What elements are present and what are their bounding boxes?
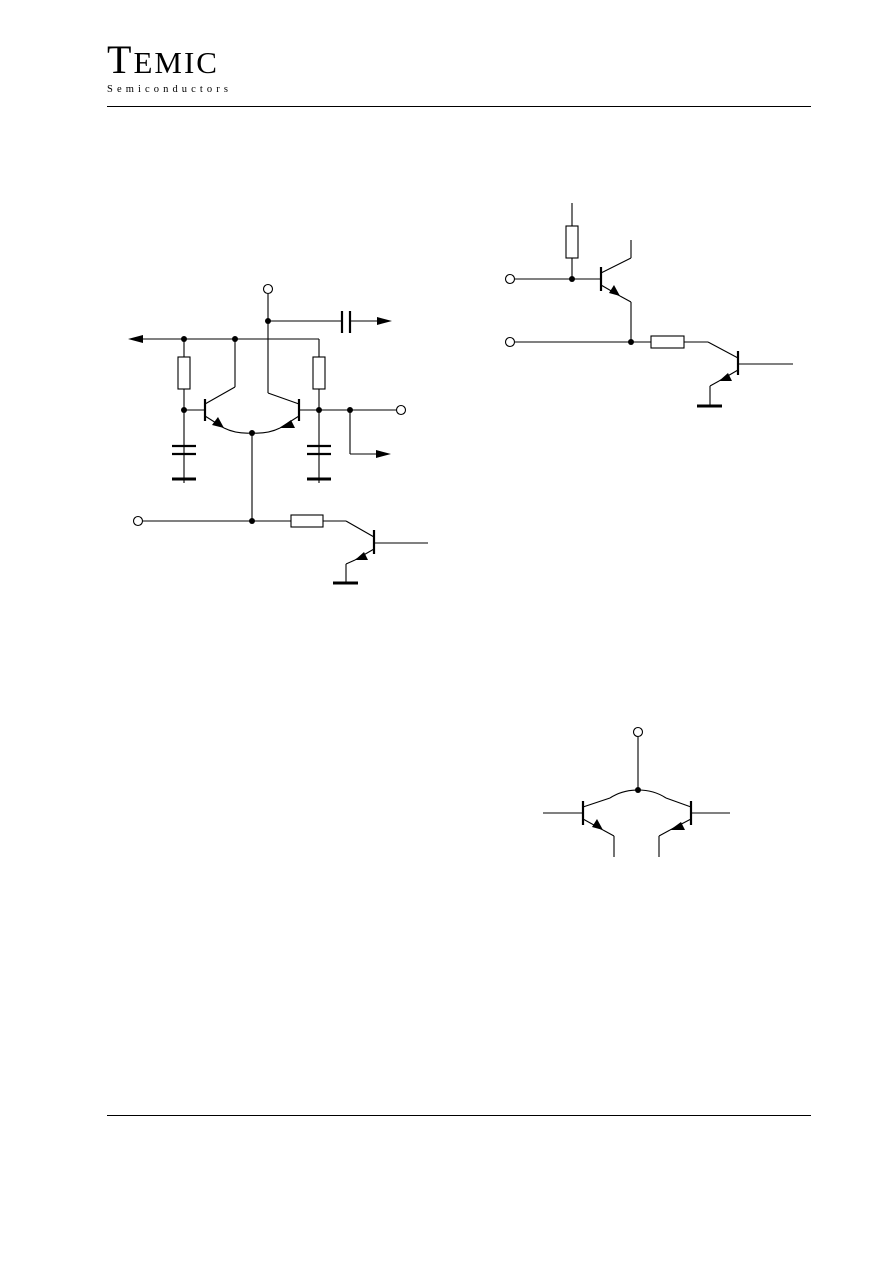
terminal-tail [632,726,644,738]
logo-rest: EMIC [133,45,219,80]
resistor-left [177,356,191,390]
emitter-arrow-pair-right [670,822,685,830]
emitter-arrow-follower [609,285,620,296]
circuit-differential-amplifier [128,283,428,585]
temic-logo: TEMIC Semiconductors [107,40,233,96]
logo-subtitle: Semiconductors [107,84,233,95]
logo-wordmark: TEMIC [107,40,232,80]
circuit-emitter-follower [504,203,793,408]
emitter-arrow-left [212,417,224,428]
emitter-arrow-pair-left [592,819,603,830]
terminal-output [395,404,407,416]
emitter-arrow-source-2 [719,373,732,381]
terminal-supply [262,283,274,295]
resistor-right [312,356,326,390]
header-rule [107,106,811,107]
resistor-base [290,514,324,528]
arrow-out-right [377,317,392,325]
terminal-input-1 [504,273,516,285]
resistor-pullup [565,225,579,259]
terminal-input-2 [504,336,516,348]
resistor-base-2 [650,335,685,349]
footer-rule [107,1115,811,1116]
circuit-long-tailed-pair [543,726,730,857]
logo-first-letter: T [107,37,134,82]
terminal-input [132,515,144,527]
emitter-arrow-right [280,420,295,428]
arrow-out-left [128,335,143,343]
arrow-output-down [376,450,391,458]
emitter-arrow-source [355,552,368,560]
